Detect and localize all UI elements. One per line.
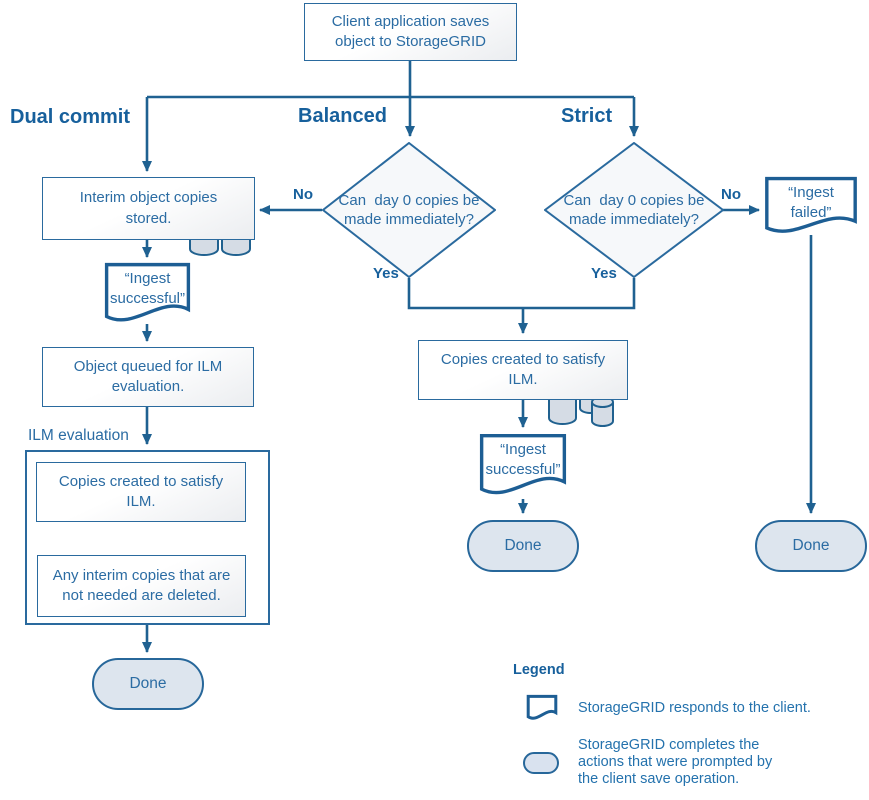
copies-created-box-middle: Copies created to satisfy ILM. <box>418 340 628 400</box>
object-queued-box: Object queued for ILM evaluation. <box>42 347 254 407</box>
diamond-shape <box>544 142 724 278</box>
client-save-label: Client application saves object to Stora… <box>331 12 490 50</box>
ingest-successful-label: “Ingest successful” <box>109 270 186 307</box>
document-shape <box>479 433 567 500</box>
copies-created-label: Copies created to satisfy ILM. <box>58 472 224 510</box>
done-label: Done <box>792 537 830 554</box>
ingest-successful-label: “Ingest successful” <box>485 441 561 478</box>
document-shape <box>104 262 191 327</box>
client-save-box: Client application saves object to Stora… <box>304 3 517 61</box>
interim-copies-label: Interim object copies stored. <box>79 189 218 227</box>
no-label-strict: No <box>721 186 741 203</box>
copies-created-box-ilm: Copies created to satisfy ILM. <box>36 462 246 522</box>
interim-copies-box: Interim object copies stored. <box>42 177 255 240</box>
interim-deleted-box: Any interim copies that are not needed a… <box>37 555 246 617</box>
decision-diamond-strict: Can day 0 copies be made immediately? <box>544 142 724 278</box>
branch-label-strict: Strict <box>561 105 613 127</box>
ingest-successful-doc: “Ingest successful” <box>479 433 567 500</box>
ilm-evaluation-label: ILM evaluation <box>28 427 129 444</box>
yes-label-strict: Yes <box>591 265 617 282</box>
object-queued-label: Object queued for ILM evaluation. <box>73 357 223 395</box>
done-label: Done <box>129 675 167 692</box>
decision-label: Can day 0 copies be made immediately? <box>338 191 480 229</box>
ingest-successful-doc: “Ingest successful” <box>104 262 191 327</box>
done-pill-balanced: Done <box>467 520 579 572</box>
done-label: Done <box>504 537 542 554</box>
legend-pill-icon <box>523 752 559 774</box>
legend-completes-text: StorageGRID completes the actions that w… <box>578 737 773 788</box>
done-pill-dual-commit: Done <box>92 658 204 710</box>
yes-label-balanced: Yes <box>373 265 399 282</box>
done-pill-strict: Done <box>755 520 867 572</box>
legend-responds-text: StorageGRID responds to the client. <box>578 700 811 716</box>
legend-title: Legend <box>513 662 565 678</box>
legend-document-icon <box>527 695 557 721</box>
decision-label: Can day 0 copies be made immediately? <box>563 191 705 229</box>
connectors <box>142 61 816 653</box>
document-shape <box>764 176 858 238</box>
branch-label-dual-commit: Dual commit <box>10 106 131 128</box>
ingest-failed-doc: “Ingest failed” <box>764 176 858 238</box>
copies-created-label: Copies created to satisfy ILM. <box>440 350 606 388</box>
branch-label-balanced: Balanced <box>298 105 387 127</box>
no-label-balanced: No <box>293 186 313 203</box>
decision-diamond-balanced: Can day 0 copies be made immediately? <box>322 142 496 278</box>
diamond-shape <box>322 142 496 278</box>
ingest-failed-label: “Ingest failed” <box>788 184 834 221</box>
interim-deleted-label: Any interim copies that are not needed a… <box>52 566 231 604</box>
